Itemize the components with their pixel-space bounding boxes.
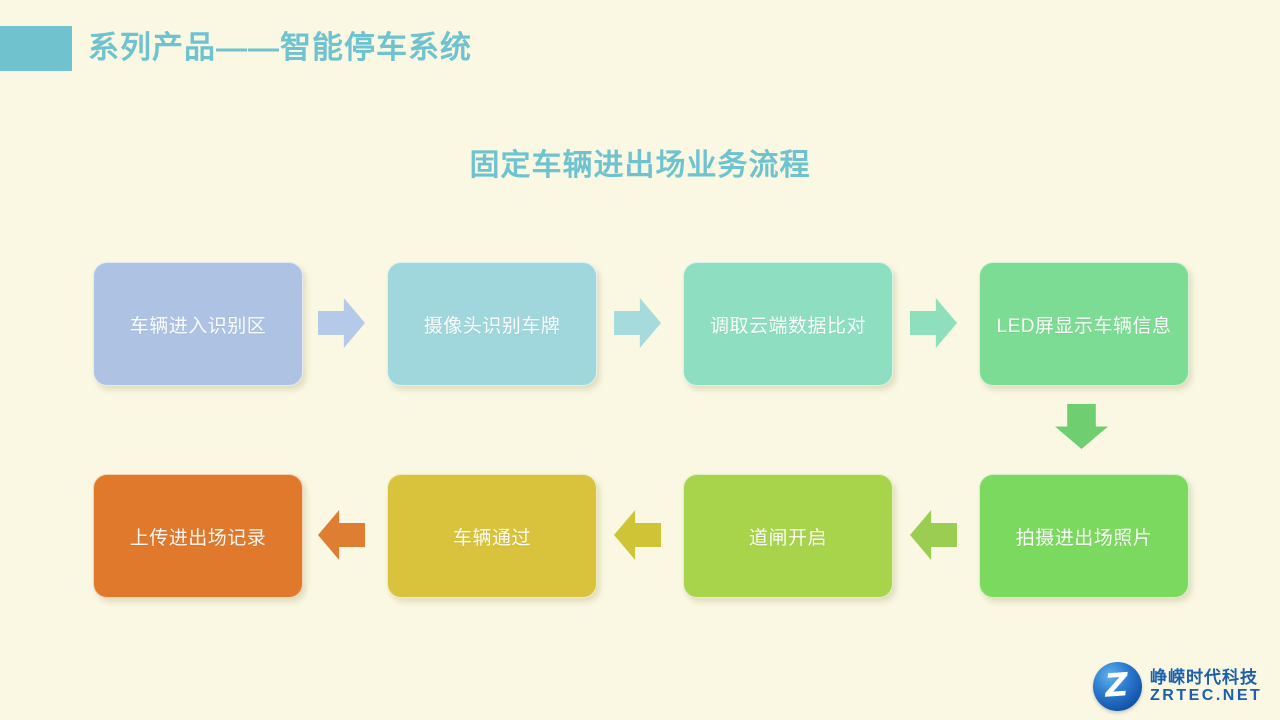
arrow-right-icon	[910, 298, 957, 348]
arrow-right-icon	[614, 298, 661, 348]
logo-z-icon: Z	[1093, 662, 1142, 711]
flowchart-title: 固定车辆进出场业务流程	[469, 149, 811, 182]
company-logo: Z 峥嵘时代科技 ZRTEC.NET	[1093, 662, 1262, 711]
flow-step-barrier-gate-opens: 道闸开启	[683, 474, 893, 598]
arrow-right-icon	[318, 298, 365, 348]
flow-step-label: 拍摄进出场照片	[1015, 527, 1153, 549]
flow-step-label: 车辆通过	[452, 527, 531, 549]
logo-company-name: 峥嵘时代科技	[1150, 667, 1258, 687]
flow-step-label: 上传进出场记录	[129, 527, 267, 549]
flow-step-label: 道闸开启	[748, 527, 827, 549]
flow-step-label: 摄像头识别车牌	[423, 315, 561, 337]
flow-step-vehicle-enters-recognition-zone: 车辆进入识别区	[93, 262, 303, 386]
flow-step-vehicle-passes: 车辆通过	[387, 474, 597, 598]
arrow-left-icon	[318, 510, 365, 560]
flow-step-cloud-data-comparison: 调取云端数据比对	[683, 262, 893, 386]
logo-letter: Z	[1103, 664, 1130, 705]
arrow-left-icon	[614, 510, 661, 560]
flow-step-led-displays-vehicle-info: LED屏显示车辆信息	[979, 262, 1189, 386]
arrow-down-icon	[1055, 404, 1108, 449]
header-accent-block	[0, 26, 72, 71]
flow-step-label: 调取云端数据比对	[709, 315, 866, 337]
arrow-left-icon	[910, 510, 957, 560]
page-title: 系列产品——智能停车系统	[88, 30, 472, 65]
logo-website: ZRTEC.NET	[1150, 687, 1263, 705]
flow-step-label: LED屏显示车辆信息	[996, 315, 1172, 337]
flow-step-camera-recognizes-plate: 摄像头识别车牌	[387, 262, 597, 386]
flow-step-upload-entry-exit-record: 上传进出场记录	[93, 474, 303, 598]
flow-step-label: 车辆进入识别区	[129, 315, 267, 337]
flow-step-capture-entry-exit-photo: 拍摄进出场照片	[979, 474, 1189, 598]
